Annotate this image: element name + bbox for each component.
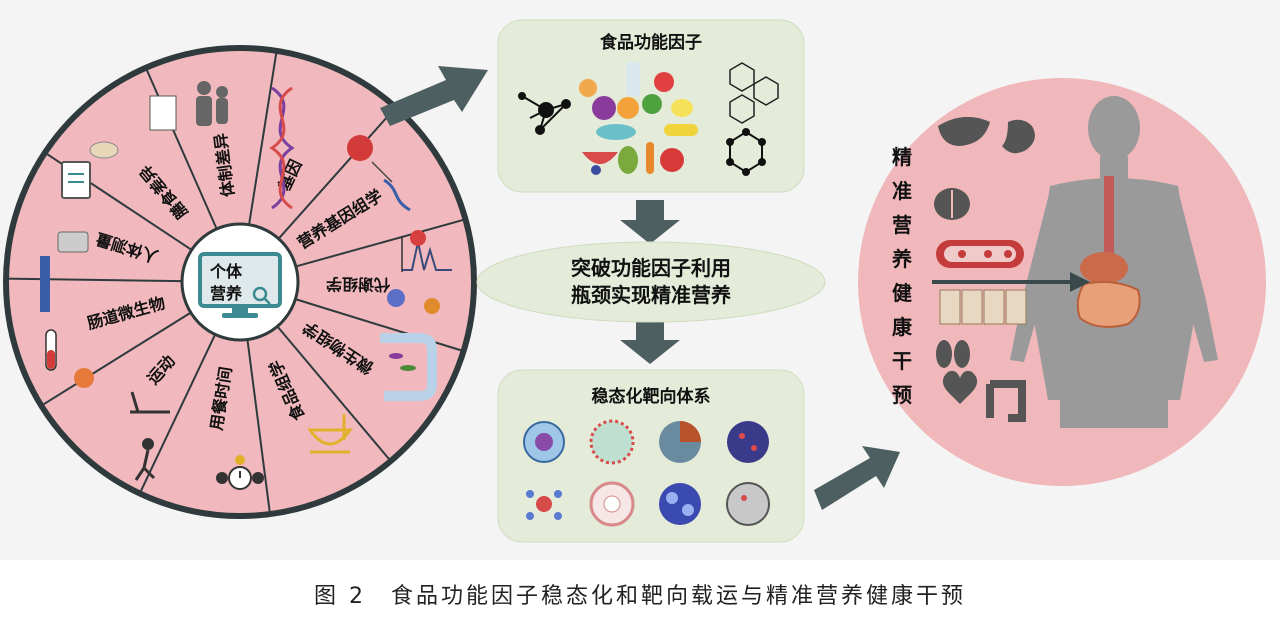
vertical-text-char: 精: [892, 145, 912, 169]
chemical-structure-icon: [729, 62, 779, 124]
nanoparticle-row-2: [526, 481, 770, 527]
center-label-line2: 营养: [210, 284, 243, 303]
treadmill-icon: [130, 391, 170, 414]
wheel-segment-label: 代谢组学: [326, 274, 391, 294]
food-icon: [307, 414, 353, 454]
wheel-spoke: [277, 106, 397, 240]
wheel-spoke: [276, 325, 392, 462]
clock-cycle-icon: [216, 455, 264, 490]
wheel-spoke: [246, 339, 271, 515]
health-intervention-circle: 精准营养健康干预: [858, 78, 1266, 486]
arrow-system-to-health: [814, 446, 900, 510]
arrow-wheel-to-factors: [380, 66, 488, 126]
clipboard-icon: [61, 141, 119, 199]
delivery-system-box: 稳态化靶向体系: [497, 369, 805, 543]
vertical-text-char: 营: [892, 213, 912, 237]
functional-factors-box: 食品功能因子: [497, 19, 805, 193]
liver-icon: [938, 116, 990, 146]
brain-icon: [934, 188, 970, 220]
wheel-spoke: [6, 277, 183, 283]
figure-caption: 图 2 食品功能因子稳态化和靶向载运与精准营养健康干预: [314, 584, 966, 609]
functional-factors-title: 食品功能因子: [600, 32, 702, 53]
metabolomics-chart-icon: [387, 230, 452, 314]
bottleneck-ellipse: 突破功能因子利用 瓶颈实现精准营养: [476, 241, 826, 323]
middle-line1: 突破功能因子利用: [571, 256, 731, 280]
digestive-system-icon: [1076, 176, 1141, 328]
dna-helix-icon: [269, 86, 295, 210]
vertical-text-char: 健: [892, 281, 912, 305]
delivery-system-title: 稳态化靶向体系: [592, 386, 711, 407]
microbiome-icon: [380, 333, 437, 401]
vertical-text-char: 干: [892, 349, 912, 373]
vertical-intervention-text: 精准营养健康干预: [891, 145, 913, 407]
wheel-spoke: [40, 311, 192, 407]
center-monitor-icon: [180, 222, 300, 342]
test-tube-icon: [45, 329, 94, 388]
family-icon: [149, 81, 228, 131]
center-label-line1: 个体: [209, 262, 243, 281]
stomach-icon: [1002, 119, 1035, 154]
colon-icon: [986, 380, 1026, 422]
nutrition-wheel: 基因营养基因组学代谢组学微生物组学食品组学用餐时间运动肠道微生物人体测量膳食差异…: [3, 45, 477, 519]
nanoparticle-row-1: [523, 419, 769, 465]
intestinal-cells-icon: [939, 289, 1027, 325]
measuring-scale-icon: [40, 231, 89, 312]
vertical-text-char: 准: [892, 179, 912, 203]
heart-icon: [942, 370, 978, 404]
molecule-icon: [518, 92, 571, 135]
wheel-spoke: [248, 50, 278, 225]
diagram-canvas: 基因营养基因组学代谢组学微生物组学食品组学用餐时间运动肠道微生物人体测量膳食差异…: [0, 0, 1280, 560]
middle-line2: 瓶颈实现精准营养: [571, 283, 731, 307]
wheel-spoke: [138, 333, 217, 494]
blood-vessel-icon: [936, 240, 1024, 268]
kidney-icon: [936, 340, 970, 368]
arrow-to-intestine: [932, 272, 1090, 292]
vertical-text-char: 康: [892, 315, 913, 339]
vertical-text-char: 养: [891, 247, 912, 271]
arrow-down-1: [620, 200, 680, 244]
wheel-spoke: [144, 67, 218, 230]
wheel-spoke: [295, 218, 466, 268]
hexagon-network-icon: [726, 128, 766, 176]
food-cluster-icon: [579, 62, 698, 175]
apple-dna-icon: [347, 135, 411, 212]
arrow-down-2: [620, 320, 680, 364]
runner-icon: [134, 438, 156, 481]
vertical-text-char: 预: [892, 383, 912, 407]
